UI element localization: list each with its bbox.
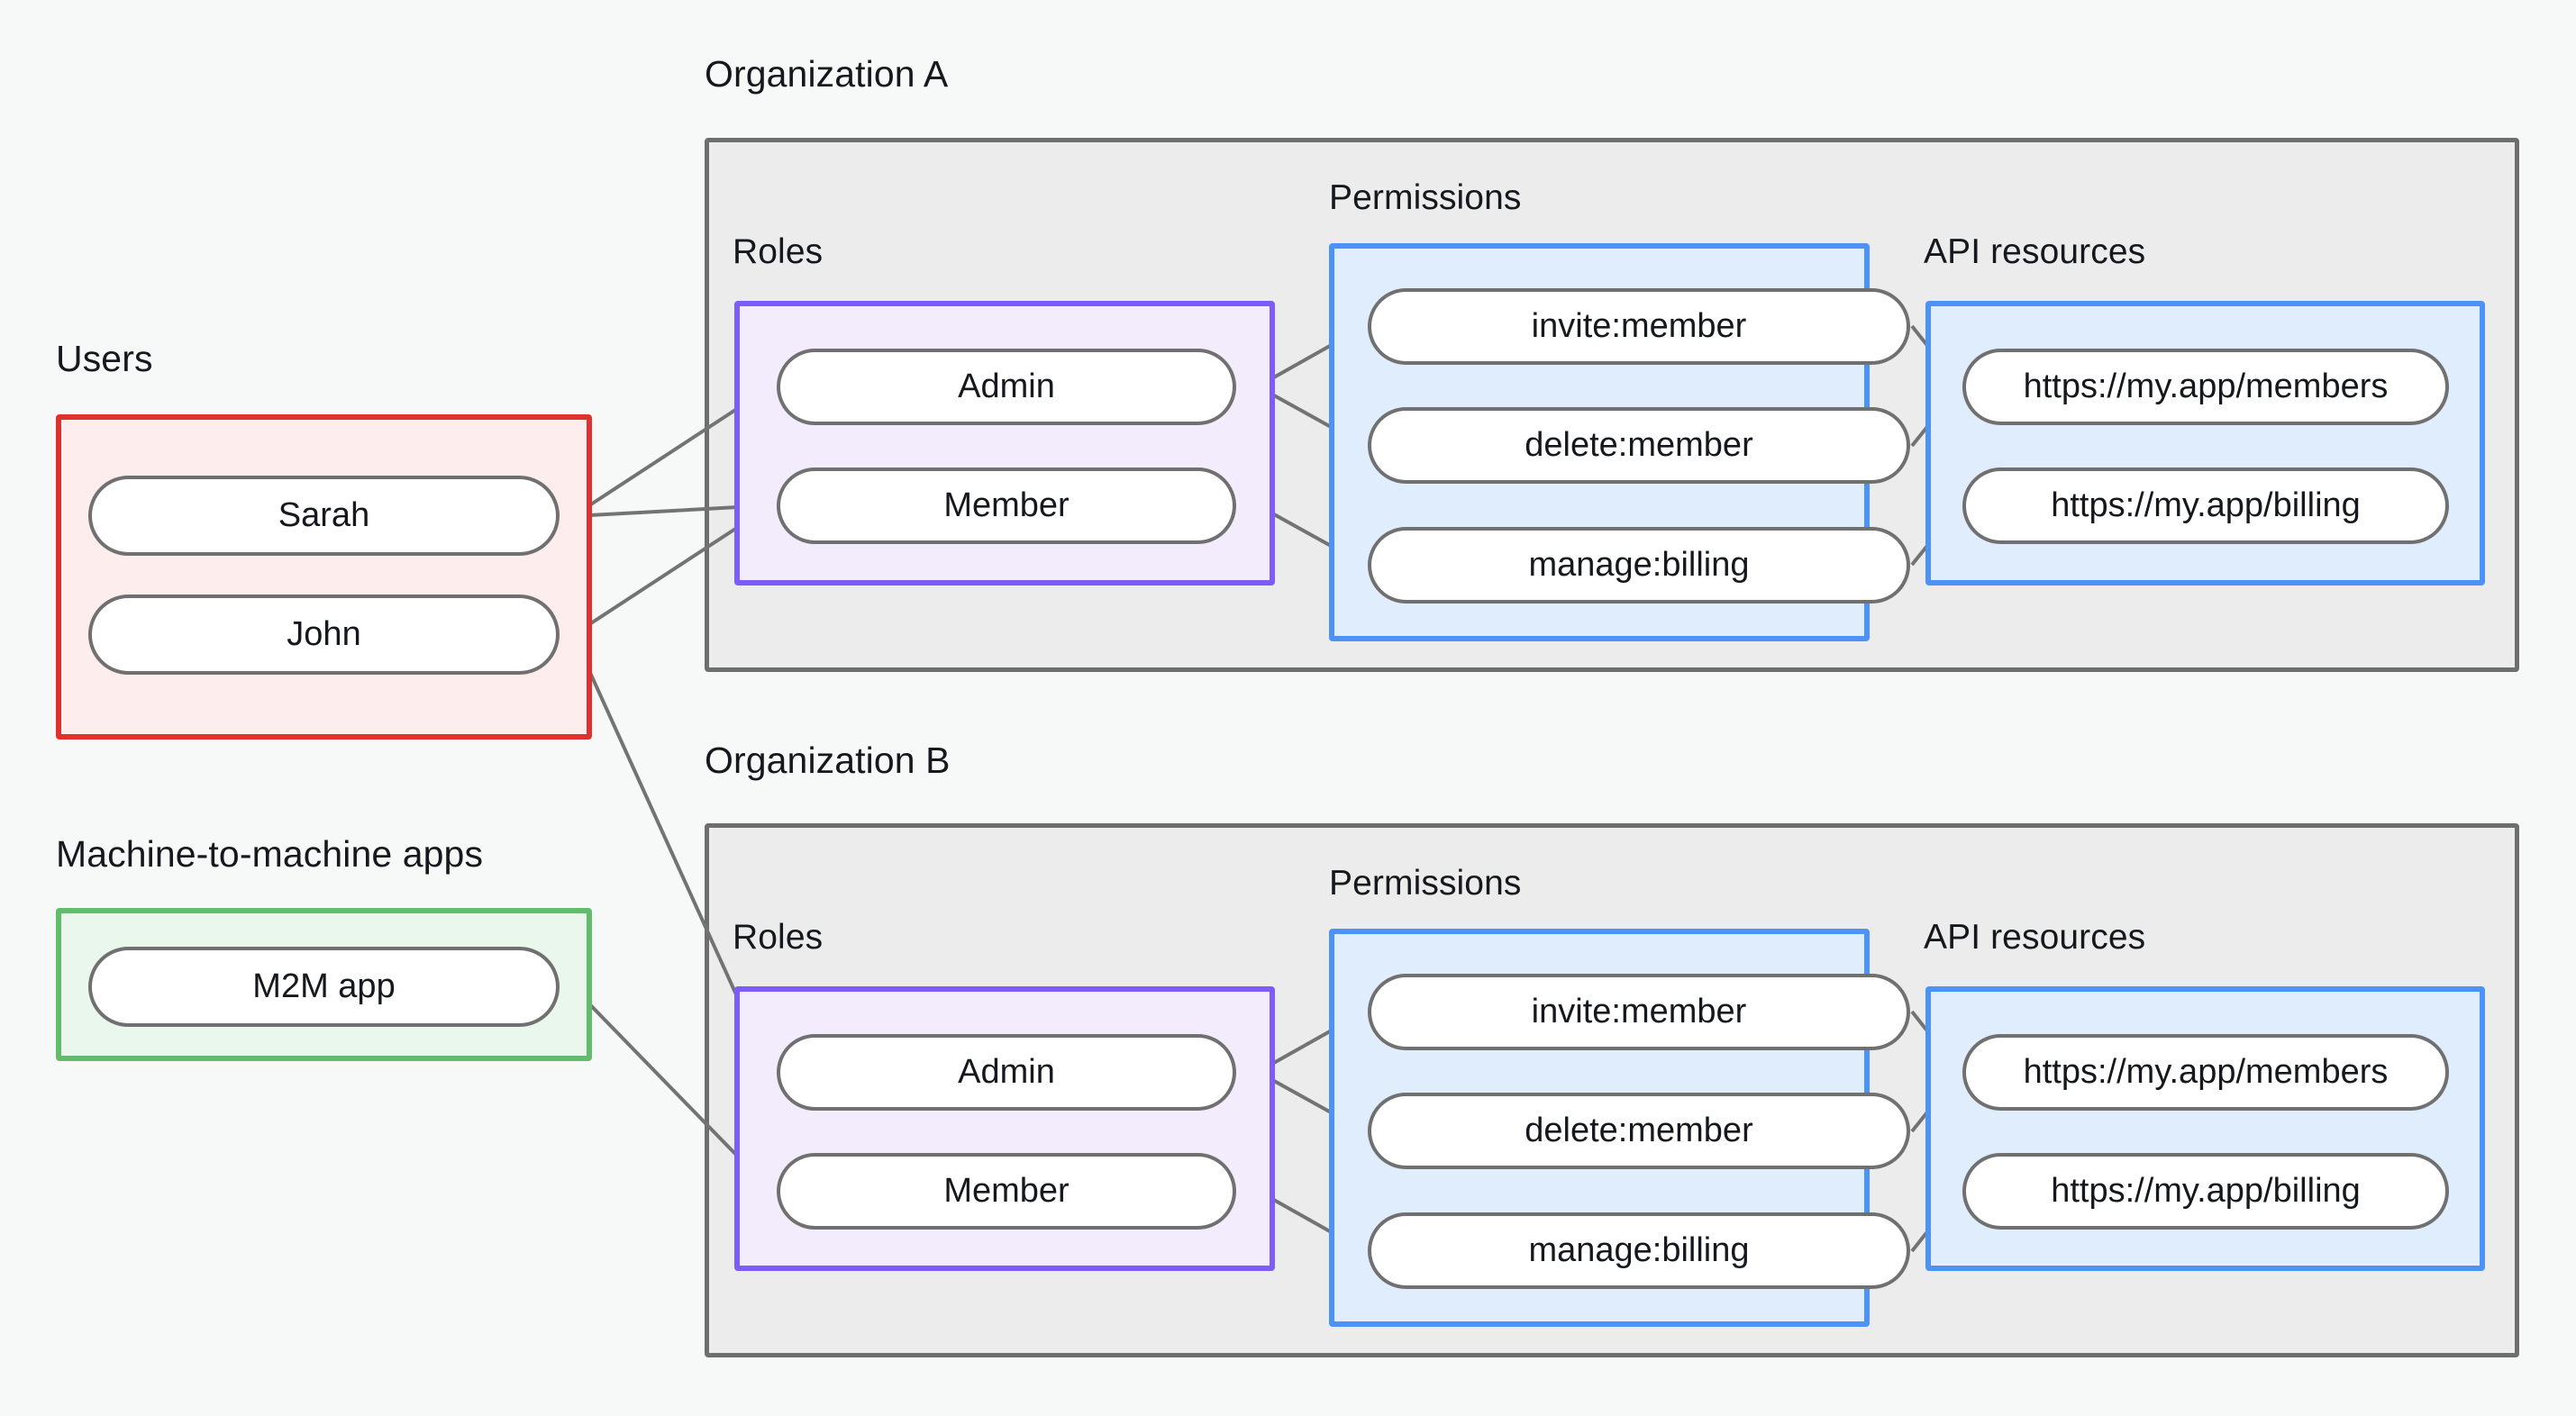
user-john[interactable]: John — [88, 595, 560, 675]
org-a-api-billing-label: https://my.app/billing — [2051, 486, 2361, 524]
org-a-permission-invite-member[interactable]: invite:member — [1368, 288, 1910, 365]
org-a-api-members-label: https://my.app/members — [2023, 368, 2389, 405]
org-b-permission-invite-member-label: invite:member — [1531, 993, 1747, 1030]
org-b-permission-manage-billing[interactable]: manage:billing — [1368, 1212, 1910, 1289]
user-john-label: John — [287, 615, 361, 653]
org-a-api-caption: API resources — [1924, 232, 2146, 271]
org-a-caption: Organization A — [705, 53, 949, 95]
org-b-api-billing[interactable]: https://my.app/billing — [1962, 1153, 2449, 1230]
org-b-api-caption: API resources — [1924, 918, 2146, 957]
org-a-role-member-label: Member — [943, 486, 1070, 524]
m2m-app[interactable]: M2M app — [88, 947, 560, 1027]
user-sarah-label: Sarah — [278, 496, 370, 534]
user-sarah[interactable]: Sarah — [88, 476, 560, 556]
org-b-permission-delete-member-label: delete:member — [1525, 1112, 1753, 1149]
org-b-api-billing-label: https://my.app/billing — [2051, 1172, 2361, 1210]
org-b-role-admin[interactable]: Admin — [777, 1034, 1236, 1111]
org-a-permission-manage-billing[interactable]: manage:billing — [1368, 527, 1910, 604]
org-a-role-admin[interactable]: Admin — [777, 349, 1236, 425]
org-b-permission-manage-billing-label: manage:billing — [1528, 1231, 1750, 1269]
org-a-permission-invite-member-label: invite:member — [1531, 307, 1747, 345]
org-b-api-members-label: https://my.app/members — [2023, 1053, 2389, 1091]
org-a-permission-delete-member[interactable]: delete:member — [1368, 407, 1910, 484]
users-container — [56, 414, 592, 740]
org-b-role-admin-label: Admin — [958, 1053, 1055, 1091]
m2m-caption: Machine-to-machine apps — [56, 833, 484, 875]
org-a-api-members[interactable]: https://my.app/members — [1962, 349, 2449, 425]
org-a-permission-delete-member-label: delete:member — [1525, 426, 1753, 464]
org-a-permission-manage-billing-label: manage:billing — [1528, 546, 1750, 584]
org-a-role-member[interactable]: Member — [777, 467, 1236, 544]
users-caption: Users — [56, 338, 153, 379]
org-a-api-billing[interactable]: https://my.app/billing — [1962, 467, 2449, 544]
org-b-role-member-label: Member — [943, 1172, 1070, 1210]
org-b-permissions-caption: Permissions — [1329, 864, 1522, 903]
org-b-roles-caption: Roles — [733, 918, 824, 957]
m2m-app-label: M2M app — [252, 967, 396, 1005]
org-a-roles-caption: Roles — [733, 232, 824, 271]
org-a-role-admin-label: Admin — [958, 368, 1055, 405]
org-b-permission-invite-member[interactable]: invite:member — [1368, 974, 1910, 1050]
org-b-api-members[interactable]: https://my.app/members — [1962, 1034, 2449, 1111]
org-b-permission-delete-member[interactable]: delete:member — [1368, 1093, 1910, 1169]
org-b-caption: Organization B — [705, 740, 951, 781]
org-b-role-member[interactable]: Member — [777, 1153, 1236, 1230]
org-a-permissions-caption: Permissions — [1329, 178, 1522, 217]
